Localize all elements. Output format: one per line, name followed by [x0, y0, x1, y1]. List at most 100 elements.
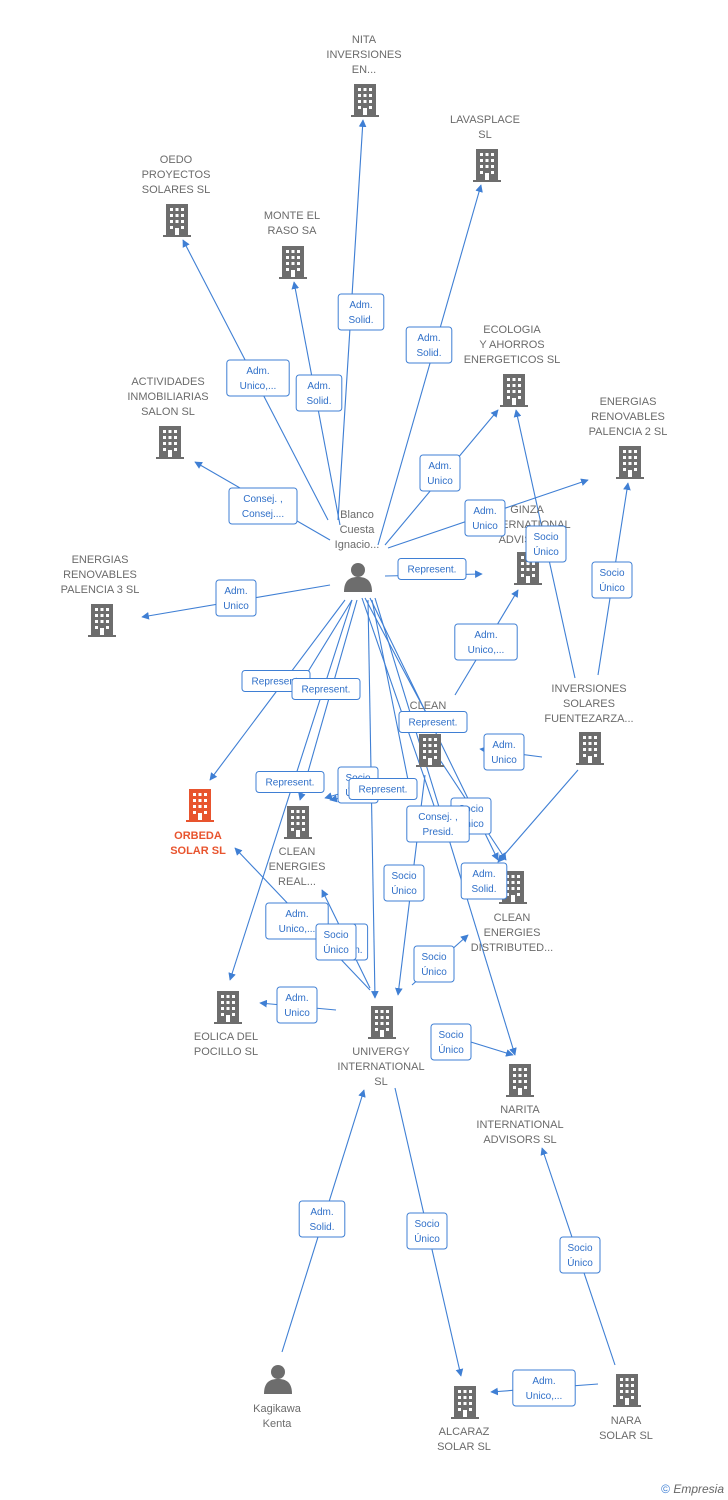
edge-label-e14[interactable]: Represent. [291, 678, 361, 700]
edge-label-text: Represent. [302, 685, 351, 696]
node-label: ECOLOGIA [483, 324, 541, 336]
node-label: GINZA [510, 504, 544, 516]
node-eolica[interactable]: EOLICA DEL POCILLO SL [194, 991, 258, 1058]
edge-label-text: Único [533, 545, 559, 558]
node-label: OEDO [160, 154, 193, 166]
building-icon [416, 734, 444, 767]
brand-logo[interactable]: Empresia [673, 1482, 724, 1496]
node-label: EOLICA DEL [194, 1031, 258, 1043]
edge-label-box [228, 487, 298, 525]
edge-label-text: Adm. [473, 506, 496, 517]
edge-label-e29[interactable]: Adm.Solid. [298, 1200, 346, 1238]
edge-label-e21[interactable]: Consej. ,Presid. [406, 805, 470, 843]
footer-credit: © Empresia [661, 1482, 724, 1496]
building-icon [576, 732, 604, 765]
node-label: ENERGIAS [600, 396, 657, 408]
node-label: SALON SL [141, 406, 195, 418]
edge-label-box [406, 1212, 448, 1250]
edge-label-e8[interactable]: Adm.Unico [464, 499, 506, 537]
node-label: Ignacio... [335, 539, 380, 551]
edge-label-text: Adm. [307, 381, 330, 392]
edge-label-e22[interactable]: Adm.Solid. [460, 862, 508, 900]
edge-label-text: Unico,... [468, 645, 505, 656]
building-icon [186, 789, 214, 822]
node-label: CLEAN [494, 912, 531, 924]
edge-label-e19[interactable]: Represent. [348, 778, 418, 800]
node-label: PALENCIA 3 SL [61, 584, 140, 596]
edge-label-e4[interactable]: Adm.Solid. [295, 374, 343, 412]
node-label: Cuesta [340, 524, 376, 536]
edge-label-e2[interactable]: Adm.Solid. [405, 326, 453, 364]
node-cleanE[interactable]: CLEANE... [410, 700, 447, 767]
edge-label-e15[interactable]: Represent. [255, 771, 325, 793]
edge-label-e9[interactable]: Represent. [397, 558, 467, 580]
edges-layer [141, 119, 631, 1396]
edge-label-e5[interactable]: Adm.Unico [419, 454, 461, 492]
building-icon [279, 246, 307, 279]
edge-label-e3[interactable]: Adm.Unico,... [226, 359, 290, 397]
node-blanco[interactable]: BlancoCuestaIgnacio... [335, 509, 380, 592]
edge-label-e7[interactable]: Adm.Unico [215, 579, 257, 617]
edge-label-text: Socio [567, 1243, 592, 1254]
edge-label-box [348, 778, 418, 800]
edge-label-box [464, 499, 506, 537]
edge-label-e1[interactable]: Adm.Solid. [337, 293, 385, 331]
edge-label-text: Socio [599, 568, 624, 579]
node-nita[interactable]: NITAINVERSIONESEN... [326, 34, 402, 117]
edge-label-box [406, 805, 470, 843]
edge-label-e32[interactable]: Adm.Unico,... [512, 1369, 576, 1407]
edge-label-e24[interactable]: Adm.Unico,... [265, 902, 329, 940]
edge-label-e12[interactable]: Adm.Unico,... [454, 623, 518, 661]
edge-label-e16[interactable]: Adm.Unico [483, 733, 525, 771]
building-icon [88, 604, 116, 637]
node-label: POCILLO SL [194, 1046, 258, 1058]
node-cleanReal[interactable]: CLEANENERGIESREAL... [269, 806, 326, 888]
edge-labels-layer: Adm.Solid.Adm.Solid.Adm.Unico,...Adm.Sol… [215, 293, 633, 1407]
node-label: INVERSIONES [551, 683, 626, 695]
node-inversiones[interactable]: INVERSIONESSOLARESFUENTEZARZA... [544, 683, 634, 765]
building-icon [214, 991, 242, 1024]
edge-label-e6[interactable]: Consej. ,Consej.... [228, 487, 298, 525]
edge-label-box [295, 374, 343, 412]
edge-label-e17[interactable]: Represent. [398, 711, 468, 733]
edge-label-text: Único [414, 1232, 440, 1245]
node-label: RENOVABLES [591, 411, 665, 423]
edge-label-box [226, 359, 290, 397]
edge-label-text: Solid. [348, 315, 373, 326]
node-cleanDist[interactable]: CLEANENERGIESDISTRIBUTED... [471, 871, 554, 954]
node-label: SOLAR SL [170, 845, 226, 857]
edge-label-box [215, 579, 257, 617]
edge-label-box [525, 525, 567, 563]
node-label: UNIVERGY [352, 1046, 410, 1058]
edge-label-box [383, 864, 425, 902]
edge-label-box [454, 623, 518, 661]
edge-label-text: Unico,... [240, 381, 277, 392]
node-label: ENERGIAS [72, 554, 129, 566]
edge-label-e27[interactable]: Adm.Unico [276, 986, 318, 1024]
edge-label-text: Único [567, 1256, 593, 1269]
edge-label-text: Adm. [224, 586, 247, 597]
edge-label-text: Adm. [532, 1376, 555, 1387]
edge-e19 [371, 599, 413, 791]
